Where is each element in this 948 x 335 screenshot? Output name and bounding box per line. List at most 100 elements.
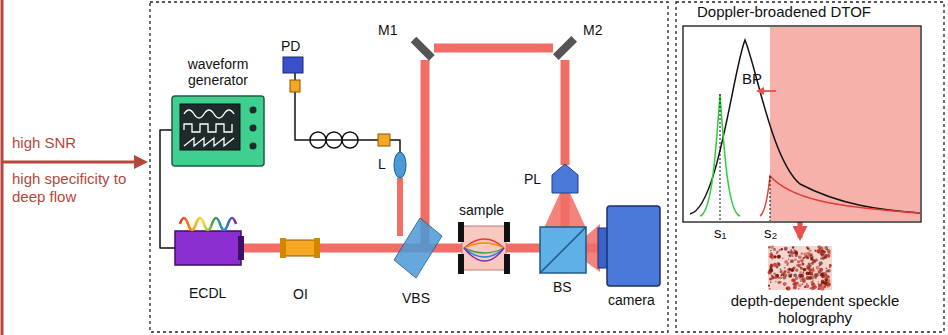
waveform-generator-symbol [250, 107, 257, 114]
speckle-image [808, 272, 812, 276]
speckle-image [779, 276, 782, 279]
component-label: L [378, 156, 386, 172]
sample-symbol [458, 222, 510, 274]
waveform-generator-symbol [172, 96, 264, 166]
speckle-image [802, 279, 806, 283]
speckle-image [784, 260, 788, 264]
speckle-image [781, 248, 783, 250]
speckle-image [807, 278, 808, 279]
speckle-image [808, 253, 812, 257]
speckle-image [814, 250, 816, 252]
component-label: BS [553, 279, 572, 295]
speckle-image [780, 271, 782, 273]
sample-symbol [458, 254, 464, 274]
speckle-image [812, 259, 816, 263]
speckle-image [790, 273, 792, 275]
fiber-coil [310, 132, 326, 148]
laser-beam [320, 244, 394, 253]
component-label: OI [293, 286, 308, 302]
component-label: depth-dependent speckle holography [720, 292, 910, 327]
fiber-coil [326, 132, 342, 148]
speckle-image [793, 249, 795, 251]
component-node: sample [462, 226, 506, 270]
speckle-image [805, 284, 809, 288]
lens-symbol [394, 152, 406, 178]
laser-symbol [238, 236, 244, 260]
speckle-image [788, 251, 790, 253]
speckle-image [792, 255, 794, 257]
speckle-image [798, 284, 801, 287]
speckle-image [800, 252, 803, 255]
isolator-symbol [280, 238, 286, 258]
annotation-label: high specificity to deep flow [12, 170, 140, 206]
speckle-image [797, 260, 801, 264]
photodiode-symbol [283, 57, 303, 73]
speckle-image [824, 277, 825, 278]
waveform-generator-symbol [250, 125, 257, 132]
laser-beam [561, 60, 570, 165]
component-node: PD [283, 57, 303, 73]
waveform-generator-symbol [250, 143, 257, 150]
sample-symbol [462, 226, 506, 270]
speckle-image [768, 246, 832, 290]
setup-panel [150, 2, 668, 332]
speckle-image [808, 268, 812, 272]
speckle-image [803, 271, 804, 272]
speckle-image [808, 272, 811, 275]
cable [295, 73, 400, 152]
speckle-image [802, 257, 804, 259]
component-node: depth-dependent speckle holography [700, 244, 930, 330]
camera-symbol [607, 206, 660, 286]
speckle-image [786, 287, 788, 289]
speckle-image [792, 246, 794, 248]
speckle-image [811, 281, 814, 284]
speckle-image [773, 272, 775, 274]
speckle-image [768, 285, 770, 287]
speckle-image [790, 261, 792, 263]
annotation-label: s₁ [714, 224, 727, 242]
speckle-image [769, 288, 771, 290]
speckle-image [793, 273, 797, 277]
speckle-image [809, 287, 811, 289]
speckle-image [790, 260, 793, 263]
input-arrow [134, 155, 148, 169]
component-label: camera [608, 292, 655, 308]
component-label: PL [524, 171, 541, 187]
fiber-coil [310, 132, 358, 148]
mirror-symbol [553, 36, 577, 60]
dtof-plot [756, 87, 764, 95]
laser-beam [421, 60, 430, 220]
flow-arrow [798, 222, 803, 238]
speckle-image [806, 276, 808, 278]
speckle-image [800, 267, 803, 270]
waveform-generator-symbol [184, 110, 234, 118]
speckle-image [803, 268, 806, 271]
speckle-image [777, 262, 780, 265]
speckle-image [812, 280, 813, 281]
component-label: M1 [378, 22, 397, 38]
cube-beam-splitter [540, 227, 586, 273]
speckle-image [819, 268, 823, 272]
speckle-image [770, 255, 773, 258]
waveform-generator-symbol [180, 104, 240, 150]
speckle-image [800, 280, 802, 282]
dtof-plot [770, 176, 771, 221]
speckle-image [783, 282, 787, 286]
speckle-image [774, 276, 777, 279]
speckle-image [802, 283, 804, 285]
speckle-image [800, 274, 804, 278]
result-panel [676, 2, 944, 332]
laser-symbol [175, 231, 241, 265]
component-node: M1 [410, 36, 434, 60]
speckle-image [785, 274, 788, 277]
speckle-image [795, 269, 798, 272]
laser-beam [241, 244, 280, 253]
speckle-image [780, 268, 782, 270]
sample-symbol [464, 243, 504, 248]
component-node: camera [598, 206, 660, 286]
speckle-image [809, 265, 812, 268]
speckle-image [776, 251, 778, 253]
speckle-image [823, 285, 826, 288]
speckle-image [795, 277, 798, 280]
speckle-image [786, 288, 787, 289]
